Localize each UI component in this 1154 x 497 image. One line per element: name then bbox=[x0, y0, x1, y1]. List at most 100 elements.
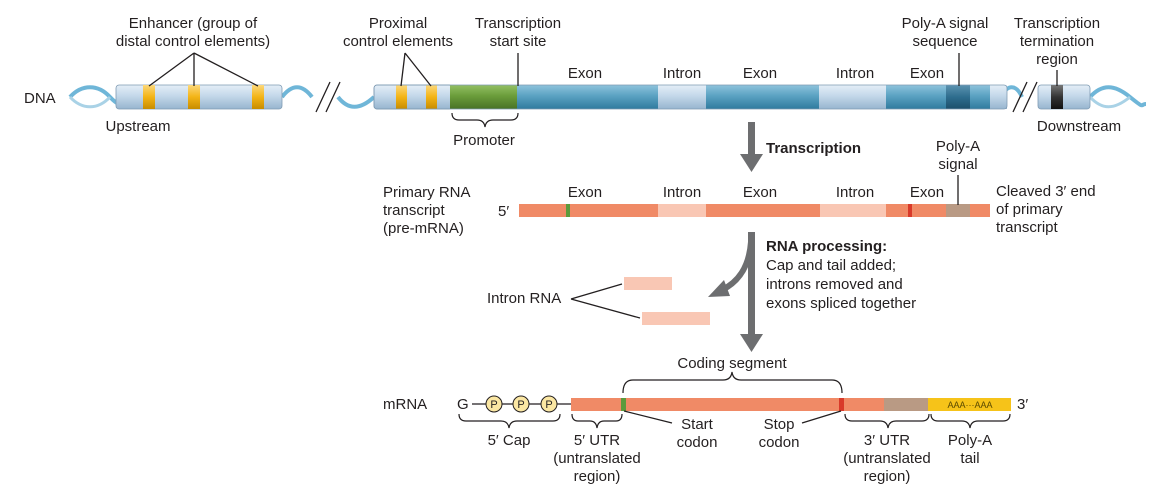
enhancer-band-3 bbox=[252, 85, 264, 109]
pre-mrna-polya-signal bbox=[946, 204, 970, 217]
dna-label: DNA bbox=[24, 90, 56, 107]
dna-helix-mid-b bbox=[336, 95, 376, 109]
enhancer-label-line-2: distal control elements) bbox=[116, 33, 270, 50]
enhancer-band-2 bbox=[188, 85, 200, 109]
dna-exon-3 bbox=[886, 85, 990, 109]
dna-helix-mid-a bbox=[280, 85, 314, 99]
dna-termination-cylinder bbox=[1037, 84, 1091, 110]
utr3-label-3: region) bbox=[864, 468, 911, 485]
excised-intron-1 bbox=[624, 277, 672, 290]
polya-signal-sequence-band bbox=[946, 85, 970, 109]
promoter-segment bbox=[450, 85, 517, 109]
pre-mrna-stop-mark bbox=[908, 204, 912, 217]
dna-break-left bbox=[315, 81, 341, 113]
pre-mrna-label-line-1: Primary RNA bbox=[383, 184, 471, 201]
start-codon-label-2: codon bbox=[677, 434, 718, 451]
dna-exon-label-3: Exon bbox=[910, 65, 944, 82]
utr3-label-2: (untranslated bbox=[843, 450, 931, 467]
start-codon-label-1: Start bbox=[681, 416, 714, 433]
dna-exon-1 bbox=[517, 85, 658, 109]
pre-mrna-intron-label-2: Intron bbox=[836, 184, 874, 201]
pre-mrna-exon-label-2: Exon bbox=[743, 184, 777, 201]
dna-gene-outline bbox=[373, 84, 1008, 110]
pre-mrna-polya-signal-label-1: Poly-A bbox=[936, 138, 980, 155]
dna-trailer bbox=[990, 85, 1007, 109]
intron-rna-label: Intron RNA bbox=[487, 290, 561, 307]
pre-mrna-start-mark bbox=[566, 204, 570, 217]
mrna-coding-body bbox=[626, 398, 839, 411]
tail-label-1: Poly-A bbox=[948, 432, 992, 449]
cleaved-label-line-3: transcript bbox=[996, 219, 1059, 236]
mrna-polya-signal bbox=[884, 398, 928, 411]
proximal-label-line-2: control elements bbox=[343, 33, 453, 50]
cap-g: G bbox=[457, 396, 469, 413]
upstream-label: Upstream bbox=[105, 118, 170, 135]
termination-label-line-3: region bbox=[1036, 51, 1078, 68]
termination-label-line-2: termination bbox=[1020, 33, 1094, 50]
excised-intron-2 bbox=[642, 312, 710, 325]
processing-title: RNA processing: bbox=[766, 238, 887, 255]
mrna-3prime: 3′ bbox=[1017, 396, 1028, 413]
mrna-stop-codon-mark bbox=[839, 398, 844, 411]
pre-mrna-exon-3 bbox=[886, 204, 990, 217]
enhancer-band-1 bbox=[143, 85, 155, 109]
promoter-label: Promoter bbox=[453, 132, 515, 149]
cap-brace bbox=[458, 413, 561, 429]
dna-intron-1 bbox=[658, 85, 706, 109]
cap-phosphate-label-2: P bbox=[517, 399, 524, 411]
pre-mrna-exon-label-1: Exon bbox=[568, 184, 602, 201]
pre-mrna-label-line-2: transcript bbox=[383, 202, 446, 219]
dna-proximal-cylinder bbox=[373, 84, 453, 110]
proximal-pointer-lines bbox=[400, 52, 432, 87]
utr3-brace bbox=[844, 413, 930, 429]
cap-phosphate-1 bbox=[485, 395, 503, 413]
pre-mrna-exon-1 bbox=[519, 204, 658, 217]
tss-label-line-1: Transcription bbox=[475, 15, 561, 32]
enhancer-label-line-1: Enhancer (group of bbox=[129, 15, 258, 32]
cap-phosphate-label-1: P bbox=[490, 399, 497, 411]
pre-mrna-polya-signal-label-2: signal bbox=[938, 156, 977, 173]
transcription-arrow-head bbox=[740, 154, 763, 172]
utr5-label-2: (untranslated bbox=[553, 450, 641, 467]
cap-phosphate-2 bbox=[512, 395, 530, 413]
promoter-brace bbox=[451, 112, 519, 128]
mrna-utr5 bbox=[571, 398, 621, 411]
tail-brace bbox=[930, 413, 1011, 429]
dna-helix-left-2 bbox=[68, 95, 112, 109]
dna-intron-label-1: Intron bbox=[663, 65, 701, 82]
processing-line-3: exons spliced together bbox=[766, 295, 916, 312]
polya-seq-label-line-1: Poly-A signal bbox=[902, 15, 989, 32]
termination-band bbox=[1051, 85, 1063, 109]
tail-label-2: tail bbox=[960, 450, 979, 467]
proximal-label-line-1: Proximal bbox=[369, 15, 427, 32]
pre-mrna-row: Primary RNA transcript (pre-mRNA) 5′ Exo… bbox=[383, 138, 1096, 237]
processing-line-1: Cap and tail added; bbox=[766, 257, 896, 274]
stop-codon-pointer bbox=[801, 410, 842, 424]
pre-mrna-exon-2 bbox=[706, 204, 820, 217]
dna-exon-label-1: Exon bbox=[568, 65, 602, 82]
utr5-brace bbox=[571, 413, 623, 429]
pre-mrna-exon-label-3: Exon bbox=[910, 184, 944, 201]
mrna-label: mRNA bbox=[383, 396, 427, 413]
processing-arrow-shaft bbox=[748, 232, 755, 340]
rna-processing-step: RNA processing: Cap and tail added; intr… bbox=[487, 232, 916, 352]
transcription-label: Transcription bbox=[766, 140, 861, 157]
dna-intron-2 bbox=[819, 85, 886, 109]
pre-mrna-label-line-3: (pre-mRNA) bbox=[383, 220, 464, 237]
processing-line-2: introns removed and bbox=[766, 276, 903, 293]
proximal-band-1 bbox=[396, 85, 407, 109]
proximal-band-2 bbox=[426, 85, 437, 109]
enhancer-pointer-lines bbox=[148, 52, 259, 87]
mrna-polya-tail bbox=[928, 398, 1011, 411]
coding-segment-label: Coding segment bbox=[677, 355, 787, 372]
dna-helix-right-c bbox=[1088, 95, 1131, 109]
stop-codon-label-1: Stop bbox=[764, 416, 795, 433]
mrna-start-codon-mark bbox=[621, 398, 626, 411]
stop-codon-label-2: codon bbox=[759, 434, 800, 451]
pre-mrna-intron-1 bbox=[658, 204, 706, 217]
mrna-utr3 bbox=[844, 398, 884, 411]
termination-label-line-1: Transcription bbox=[1014, 15, 1100, 32]
processing-arrow-head bbox=[740, 334, 763, 352]
cap-label: 5′ Cap bbox=[488, 432, 531, 449]
